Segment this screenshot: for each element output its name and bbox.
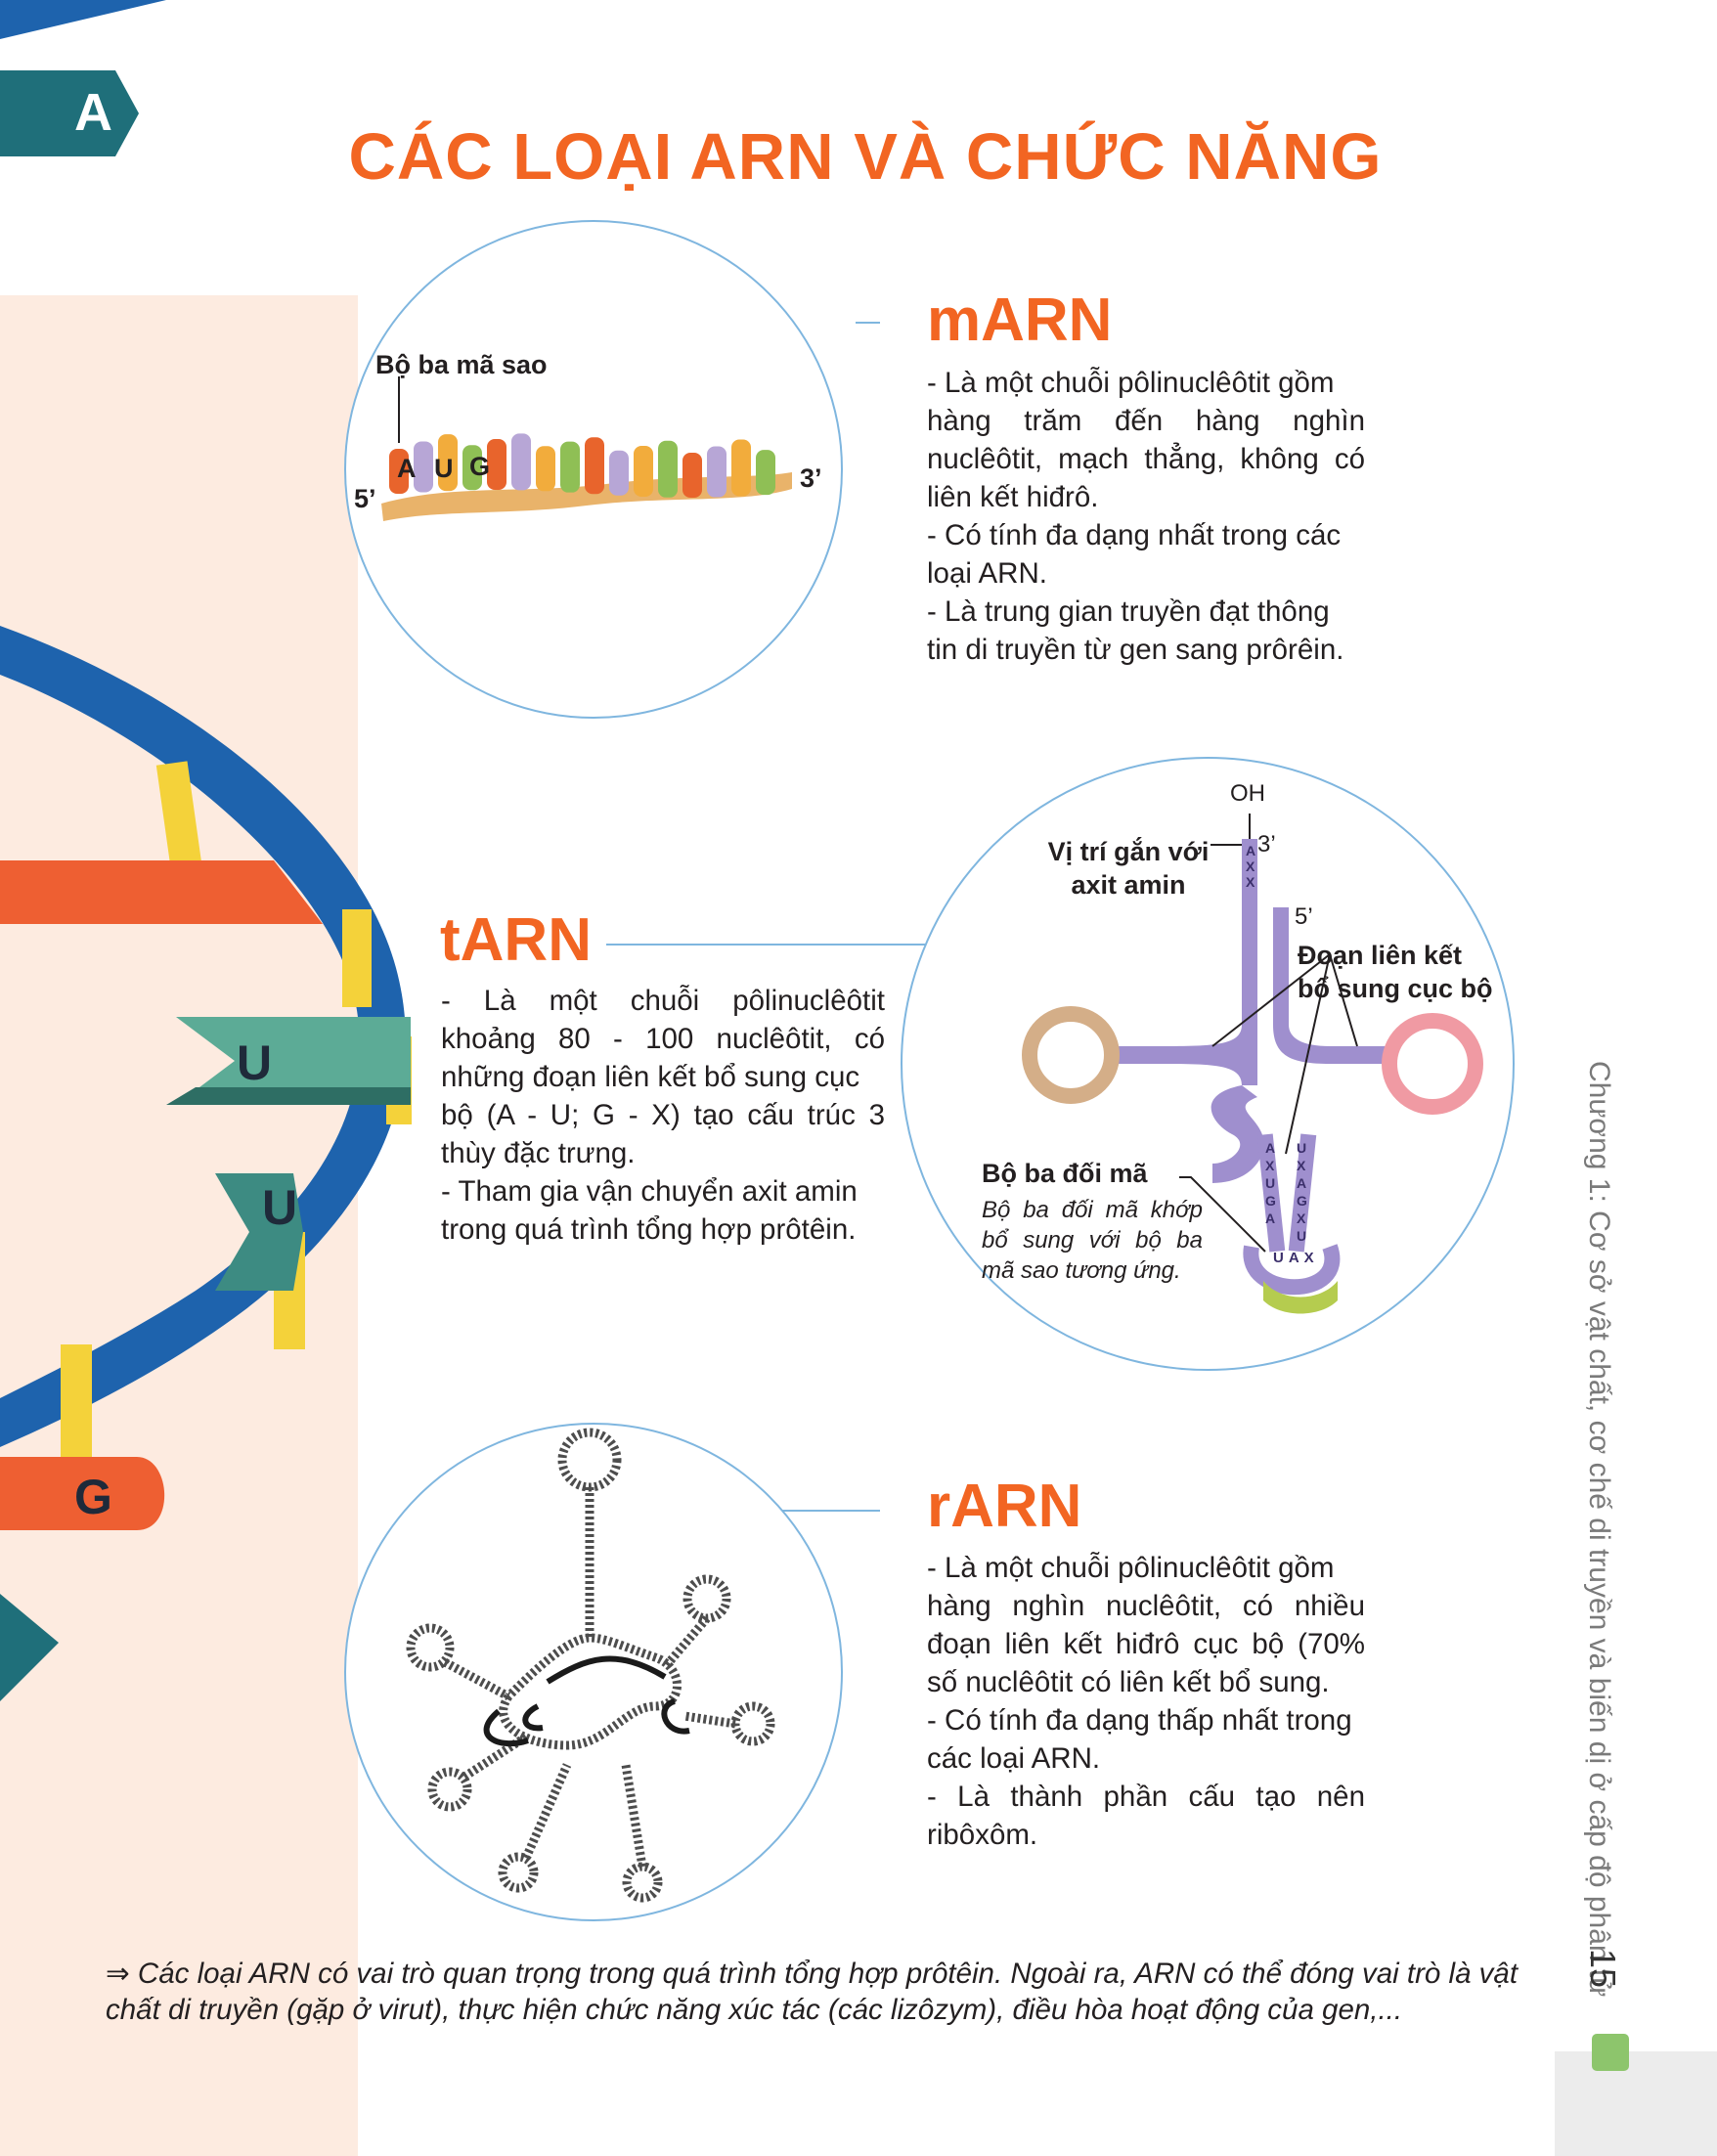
marn-base-u: U: [434, 454, 454, 483]
tarn-line: thùy đặc trưng.: [441, 1137, 636, 1169]
marn-nucleotide: [731, 439, 751, 497]
marn-nucleotide: [658, 440, 678, 498]
marn-circle-diagram: [344, 220, 880, 719]
rarn-line: hàng nghìn nuclêôtit, có nhiều: [927, 1590, 1365, 1622]
marn-nucleotide: [536, 446, 555, 492]
marn-line: tin di truyền từ gen sang prôrêin.: [927, 634, 1344, 666]
tarn-anticodon-title: Bộ ba đối mã: [982, 1159, 1148, 1188]
marn-nucleotide: [634, 446, 653, 498]
rarn-line: số nuclêôtit có liên kết bổ sung.: [927, 1666, 1330, 1698]
marn-nucleotide: [707, 446, 726, 498]
tarn-local-pair-line: bổ sung cục bộ: [1298, 974, 1493, 1003]
summary-line-1: ⇒ Các loại ARN có vai trò quan trọng tro…: [106, 1956, 1572, 1992]
marn-end-5: 5’: [354, 484, 376, 513]
section-tab: A: [0, 70, 147, 156]
tarn-line: bộ (A - U; G - X) tạo cấu trúc 3: [441, 1099, 885, 1131]
rarn-line: các loại ARN.: [927, 1742, 1101, 1775]
rarn-line: - Có tính đa dạng thấp nhất trong: [927, 1704, 1352, 1737]
marn-line: - Có tính đa dạng nhất trong các: [927, 519, 1342, 551]
chapter-side-caption: Chương 1: Cơ sở vật chất, cơ chế di truy…: [1582, 1061, 1641, 2000]
marn-line: nuclêôtit, mạch thẳng, không có: [927, 443, 1365, 475]
summary-text-1: Các loại ARN có vai trò quan trọng trong…: [137, 1958, 1519, 1990]
arrow-icon: ⇒: [106, 1958, 130, 1990]
summary-line-2: chất di truyền (gặp ở virut), thực hiện …: [106, 1994, 1403, 2026]
dna-letter-u-middle: U: [262, 1180, 298, 1235]
marn-nucleotide: [585, 437, 604, 495]
summary-paragraph: ⇒ Các loại ARN có vai trò quan trọng tro…: [106, 1956, 1572, 2028]
marn-nucleotide: [414, 441, 433, 493]
marn-line: liên kết hiđrô.: [927, 481, 1099, 513]
dna-letter-g: G: [74, 1470, 112, 1524]
marn-nucleotide: [389, 449, 409, 494]
marn-nucleotide: [682, 452, 702, 498]
tarn-line: khoảng 80 - 100 nuclêôtit, có: [441, 1023, 885, 1055]
rarn-heading: rARN: [927, 1473, 1082, 1540]
marn-description: - Là một chuỗi pôlinuclêôtit gồm hàng tr…: [927, 364, 1365, 669]
tarn-amino-site-line: axit amin: [1071, 870, 1186, 900]
marn-nucleotide: [487, 439, 506, 491]
dna-helix-illustration: [0, 0, 412, 1701]
marn-base-a: A: [397, 454, 417, 483]
tarn-anticodon-note-line: mã sao tương ứng.: [982, 1257, 1181, 1284]
marn-nucleotide: [756, 450, 775, 496]
tarn-acceptor-bases: AXX: [1246, 843, 1256, 890]
marn-heading: mARN: [927, 286, 1113, 354]
rarn-circle-diagram: [344, 1423, 880, 1921]
marn-nucleotide: [511, 433, 531, 491]
tarn-line: - Tham gia vận chuyển axit amin: [441, 1175, 858, 1208]
tarn-end-5: 5’: [1295, 903, 1313, 930]
marn-nucleotide: [438, 434, 458, 492]
tarn-amino-site-label: Vị trí gắn với axit amin: [1021, 835, 1236, 902]
marn-line: loại ARN.: [927, 557, 1047, 590]
tarn-anticodon-note-line: bổ sung với bộ ba: [982, 1227, 1203, 1254]
page-title: CÁC LOẠI ARN VÀ CHỨC NĂNG: [348, 120, 1383, 194]
tarn-amino-site-line: Vị trí gắn với: [1047, 837, 1210, 866]
tarn-line: trong quá trình tổng hợp prôtêin.: [441, 1213, 857, 1246]
chapter-caption-text: Chương 1: Cơ sở vật chất, cơ chế di truy…: [1583, 1061, 1615, 1998]
dna-letter-u-top: U: [237, 1035, 273, 1090]
tarn-oh-label: OH: [1230, 780, 1265, 807]
tarn-line: - Là một chuỗi pôlinuclêôtit: [441, 985, 885, 1017]
tarn-end-3: 3’: [1257, 831, 1276, 858]
tarn-description: - Là một chuỗi pôlinuclêôtit khoảng 80 -…: [441, 982, 885, 1249]
rarn-description: - Là một chuỗi pôlinuclêôtit gồm hàng ng…: [927, 1549, 1365, 1854]
marn-end-3: 3’: [800, 463, 822, 493]
tarn-right-stem-bases: UXAGXU: [1297, 1140, 1307, 1244]
marn-nucleotide: [462, 445, 482, 491]
page-number: 15: [1583, 1949, 1623, 1989]
tarn-local-pair-line: Đoạn liên kết: [1298, 941, 1463, 970]
marn-base-g: G: [469, 452, 491, 481]
tarn-left-stem-bases: AXUGA: [1265, 1140, 1276, 1226]
tarn-anticodon-note-line: Bộ ba đối mã khớp: [982, 1197, 1203, 1223]
tarn-local-pair-label: Đoạn liên kết bổ sung cục bộ: [1298, 939, 1493, 1005]
rarn-line: đoạn liên kết hiđrô cục bộ (70%: [927, 1628, 1365, 1660]
rarn-line: ribôxôm.: [927, 1819, 1038, 1851]
marn-line: - Là trung gian truyền đạt thông: [927, 595, 1330, 628]
rarn-line: - Là thành phần cấu tạo nên: [927, 1781, 1365, 1813]
marn-nucleotide: [609, 450, 629, 496]
page-marker: [1592, 2034, 1629, 2071]
page-corner-shade: [1555, 2051, 1717, 2156]
marn-line: - Là một chuỗi pôlinuclêôtit gồm: [927, 367, 1335, 399]
marn-codon-label: Bộ ba mã sao: [375, 350, 548, 379]
tarn-line: những đoạn liên kết bổ sung cục: [441, 1061, 860, 1093]
tarn-anticodon-note: Bộ ba đối mã khớp bổ sung với bộ ba mã s…: [982, 1195, 1203, 1286]
tarn-anticodon-bases: UAX: [1273, 1250, 1319, 1266]
rarn-line: - Là một chuỗi pôlinuclêôtit gồm: [927, 1552, 1335, 1584]
tarn-heading: tARN: [440, 906, 592, 974]
section-letter: A: [74, 83, 112, 142]
marn-line: hàng trăm đến hàng nghìn: [927, 405, 1365, 437]
tarn-circle-diagram: [606, 757, 1515, 1371]
marn-nucleotide: [560, 441, 580, 493]
